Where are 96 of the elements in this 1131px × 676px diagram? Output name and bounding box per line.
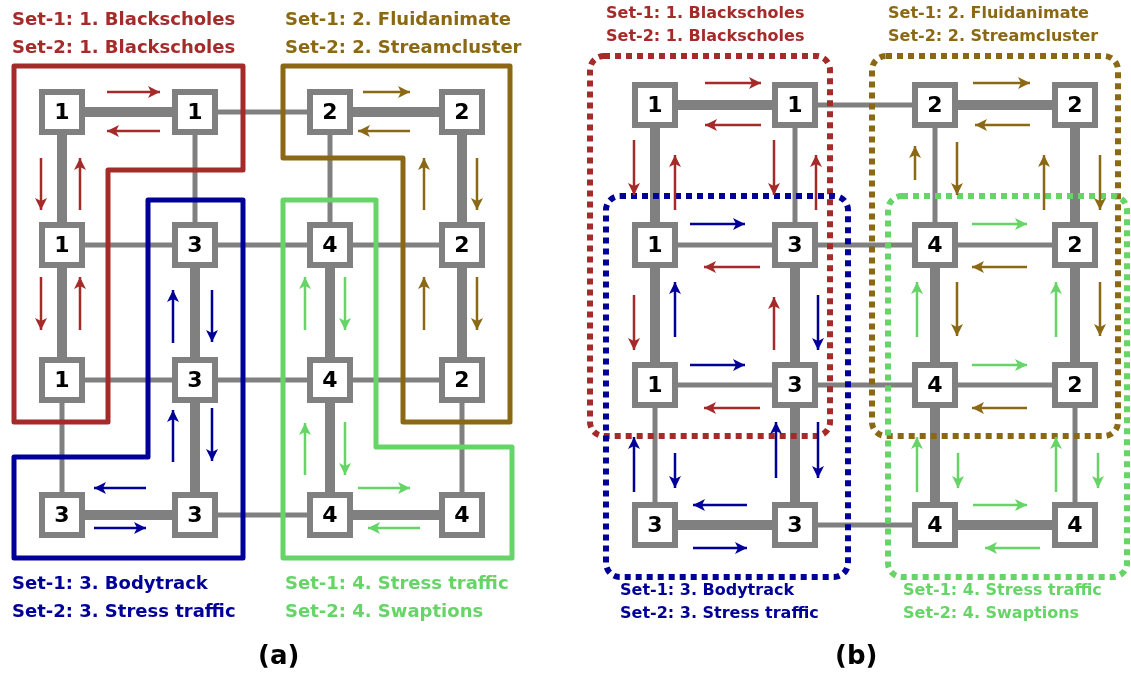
link-line <box>85 242 172 248</box>
link-line <box>353 242 439 248</box>
set-label: Set-1: 4. Stress traffic <box>285 572 509 593</box>
link-line <box>85 510 172 520</box>
link-line <box>678 242 772 248</box>
set-label: Set-1: 1. Blackscholes <box>12 8 236 29</box>
set-label: Set-2: 4. Swaptions <box>285 600 484 621</box>
router-box: 4 <box>912 502 958 548</box>
link-line <box>818 522 912 528</box>
set-label: Set-2: 2. Streamcluster <box>285 36 522 57</box>
link-line <box>59 403 65 492</box>
router-box: 1 <box>39 357 85 403</box>
link-line <box>459 403 465 492</box>
router-box: 2 <box>439 357 485 403</box>
link-line <box>958 100 1052 110</box>
set-label: Set-1: 1. Blackscholes <box>606 3 805 22</box>
router-box: 2 <box>439 222 485 268</box>
link-line <box>457 268 467 357</box>
router-box: 4 <box>307 357 353 403</box>
link-line <box>57 135 67 222</box>
set-label: Set-2: 1. Blackscholes <box>12 36 236 57</box>
router-box: 3 <box>632 502 678 548</box>
link-line <box>790 268 800 362</box>
router-box: 1 <box>632 362 678 408</box>
link-line <box>1072 408 1078 502</box>
link-line <box>930 268 940 362</box>
router-box: 4 <box>307 492 353 538</box>
link-line <box>1070 268 1080 362</box>
link-line <box>678 100 772 110</box>
link-line <box>650 268 660 362</box>
link-line <box>327 135 333 222</box>
link-line <box>218 377 307 383</box>
router-box: 2 <box>912 82 958 128</box>
link-line <box>218 109 307 115</box>
router-box: 4 <box>912 222 958 268</box>
link-line <box>818 382 912 388</box>
link-line <box>353 377 439 383</box>
link-line <box>57 268 67 357</box>
set-label: Set-1: 2. Fluidanimate <box>285 8 512 29</box>
set-label: Set-2: 1. Blackscholes <box>606 26 805 45</box>
link-line <box>190 268 200 357</box>
router-box: 3 <box>172 492 218 538</box>
router-box: 2 <box>307 89 353 135</box>
router-box: 4 <box>1052 502 1098 548</box>
link-line <box>932 128 938 222</box>
link-line <box>190 403 200 492</box>
link-line <box>818 242 912 248</box>
router-box: 1 <box>172 89 218 135</box>
router-box: 1 <box>772 82 818 128</box>
set-label: Set-2: 3. Stress traffic <box>620 603 819 622</box>
panel-caption: (a) <box>258 640 300 670</box>
router-box: 2 <box>439 89 485 135</box>
link-line <box>958 382 1052 388</box>
router-box: 3 <box>39 492 85 538</box>
set-label: Set-1: 3. Bodytrack <box>12 572 208 593</box>
link-line <box>790 408 800 502</box>
link-line <box>818 102 912 108</box>
link-line <box>353 107 439 117</box>
link-line <box>85 377 172 383</box>
router-box: 2 <box>1052 82 1098 128</box>
link-line <box>792 128 798 222</box>
link-line <box>678 382 772 388</box>
router-box: 4 <box>912 362 958 408</box>
set-label: Set-1: 2. Fluidanimate <box>888 3 1089 22</box>
router-box: 2 <box>1052 362 1098 408</box>
panel-caption: (b) <box>835 640 878 670</box>
link-line <box>958 242 1052 248</box>
link-line <box>218 512 307 518</box>
set-label: Set-2: 4. Swaptions <box>903 603 1080 622</box>
link-line <box>325 403 335 492</box>
router-box: 3 <box>772 502 818 548</box>
router-box: 1 <box>632 222 678 268</box>
link-line <box>353 510 439 520</box>
link-line <box>218 242 307 248</box>
set-label: Set-2: 2. Streamcluster <box>888 26 1099 45</box>
router-box: 4 <box>439 492 485 538</box>
set-label: Set-1: 3. Bodytrack <box>620 580 795 599</box>
link-line <box>457 135 467 222</box>
router-box: 1 <box>632 82 678 128</box>
router-box: 3 <box>772 222 818 268</box>
router-box: 2 <box>1052 222 1098 268</box>
link-line <box>85 107 172 117</box>
link-line <box>325 268 335 357</box>
link-line <box>678 520 772 530</box>
router-box: 4 <box>307 222 353 268</box>
link-line <box>192 135 198 222</box>
link-line <box>1070 128 1080 222</box>
router-box: 3 <box>172 222 218 268</box>
link-line <box>650 128 660 222</box>
router-box: 3 <box>772 362 818 408</box>
router-box: 1 <box>39 89 85 135</box>
set-label: Set-2: 3. Stress traffic <box>12 600 236 621</box>
link-line <box>930 408 940 502</box>
router-box: 1 <box>39 222 85 268</box>
set-label: Set-1: 4. Stress traffic <box>903 580 1102 599</box>
router-box: 3 <box>172 357 218 403</box>
